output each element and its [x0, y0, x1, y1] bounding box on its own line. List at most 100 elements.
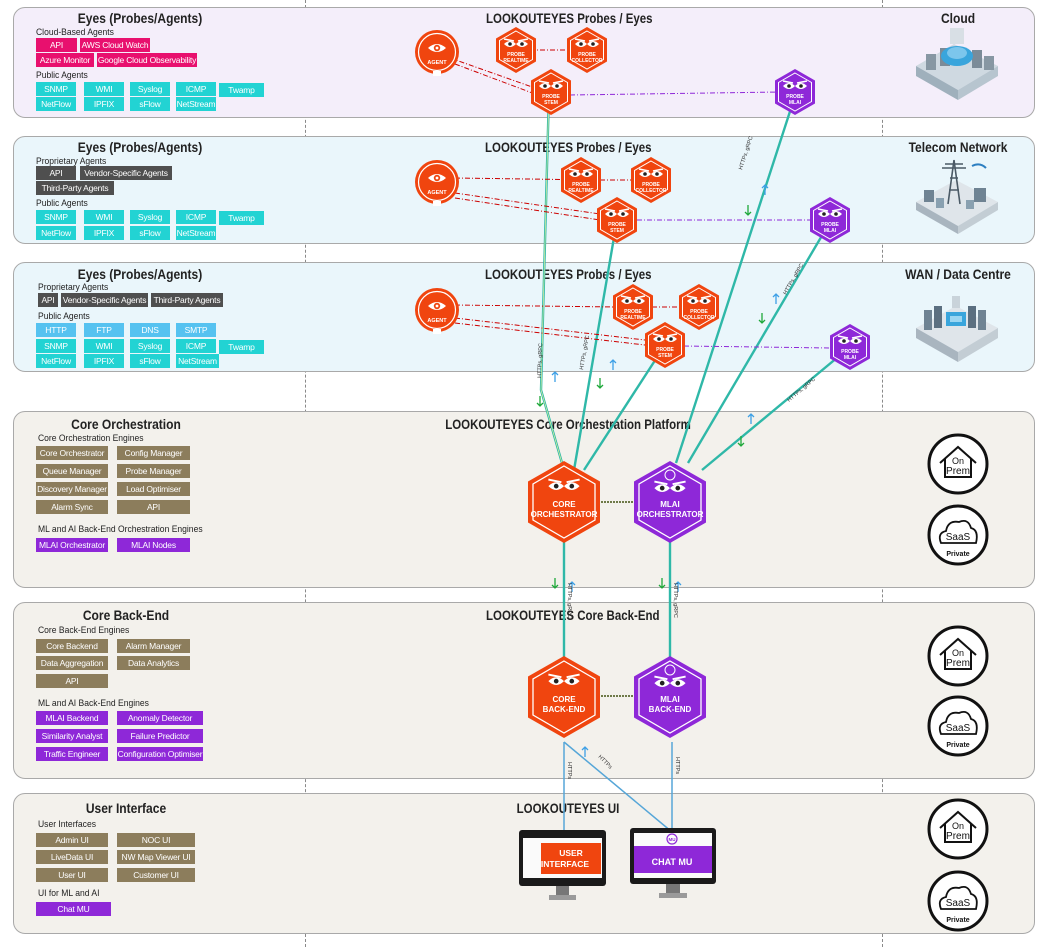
probe-stem-telecom[interactable]: PROBE STEM [597, 197, 637, 243]
probe-label: PROBE [507, 52, 525, 58]
core-backend-node[interactable]: CORE BACK-END [528, 656, 600, 738]
cloud-icon [938, 519, 978, 544]
node-label: CORE [552, 695, 576, 704]
tag-syslog: Syslog [130, 339, 170, 353]
node-label: MLAI [660, 695, 680, 704]
mlai-orchestrator-node[interactable]: MLAI ORCHESTRATOR [634, 461, 706, 543]
agent-node-telecom[interactable]: AGENT [415, 160, 459, 206]
tag-probe-manager: Probe Manager [117, 464, 190, 478]
saas-label: SaaS [946, 532, 971, 543]
probe-label: PROBE [786, 94, 804, 100]
link-label: HTTPs, gRPC [672, 583, 678, 618]
tag-similarity-analyst: Similarity Analyst [36, 729, 108, 743]
probe-label: PROBE [642, 182, 660, 188]
tag-load-optimiser: Load Optimiser [117, 482, 190, 496]
tag-wmi: WMI [84, 210, 124, 224]
probe-label: PROBE [542, 94, 560, 100]
tag-vendor-specific-agents: Vendor-Specific Agents [61, 293, 148, 307]
probe-type-label: STEM [544, 100, 558, 106]
node-label: MLAI [660, 500, 680, 509]
core-orchestrator-node[interactable]: CORE ORCHESTRATOR [528, 461, 600, 543]
probe-label: PROBE [690, 309, 708, 315]
probe-type-label: MLAI [824, 228, 837, 234]
on-prem-label: On [952, 456, 964, 466]
chat-mu-monitor[interactable]: MU CHAT MU [630, 828, 716, 898]
tag-dns: DNS [130, 323, 170, 337]
link-label: HTTPs [597, 754, 614, 771]
right-title-cloud: Cloud [940, 10, 976, 26]
probe-collector-wan[interactable]: PROBE COLLECTOR [679, 284, 719, 330]
probe-type-label: REALTIME [503, 58, 529, 64]
tag-queue-manager: Queue Manager [36, 464, 108, 478]
tag-snmp: SNMP [36, 339, 76, 353]
probe-realtime-telecom[interactable]: PROBE REALTIME [561, 157, 601, 203]
on-prem-label: On [952, 648, 964, 658]
tag-sflow: sFlow [130, 354, 170, 368]
agent-node-cloud[interactable]: AGENT [415, 30, 459, 76]
tag-mlai-nodes: MLAI Nodes [117, 538, 190, 552]
probe-collector-telecom[interactable]: PROBE COLLECTOR [631, 157, 671, 203]
probe-label: PROBE [572, 182, 590, 188]
tag-google-cloud-observability: Google Cloud Observability [97, 53, 197, 67]
house-icon [939, 445, 977, 478]
probe-mlai-telecom[interactable]: PROBE MLAI [810, 197, 850, 243]
node-label: USER [559, 848, 583, 858]
user-interface-monitor[interactable]: USER INTERFACE [519, 830, 606, 900]
mu-badge-icon [664, 664, 676, 676]
band-orchestration [13, 411, 1035, 588]
probe-label: PROBE [608, 222, 626, 228]
cloud-datacenter-icon [916, 28, 998, 100]
link-label: HTTPs [674, 757, 680, 774]
tag-chat-mu: Chat MU [36, 902, 111, 916]
tag-netflow: NetFlow [36, 97, 76, 111]
group-label: ML and AI Back-End Orchestration Engines [38, 524, 203, 535]
tag-api: API [36, 38, 77, 52]
probe-dashed-links [449, 49, 833, 349]
group-label: ML and AI Back-End Engines [38, 698, 149, 709]
link-label: HTTPs, gRPC [537, 343, 544, 378]
probe-realtime-cloud[interactable]: PROBE REALTIME [496, 27, 536, 73]
tag-aws-cloud-watch: AWS Cloud Watch [80, 38, 150, 52]
cloud-icon [938, 885, 978, 910]
tag-syslog: Syslog [130, 210, 170, 224]
probe-stem-cloud[interactable]: PROBE STEM [531, 69, 571, 115]
tag-ftp: FTP [84, 323, 124, 337]
on-prem-badge-backend: On Prem [927, 625, 989, 687]
tag-alarm-manager: Alarm Manager [117, 639, 190, 653]
right-title-telecom: Telecom Network [908, 139, 1008, 155]
links-https-grpc [539, 91, 851, 665]
tag-netstream: NetStream [176, 226, 216, 240]
center-title-cloud: LOOKOUTEYES Probes / Eyes [486, 10, 653, 26]
flow-arrows [536, 184, 780, 757]
node-label: INTERFACE [541, 859, 590, 869]
probe-type-label: COLLECTOR [571, 58, 602, 64]
probe-mlai-cloud[interactable]: PROBE MLAI [775, 69, 815, 115]
right-title-wan: WAN / Data Centre [905, 266, 1011, 282]
probe-type-label: STEM [610, 228, 624, 234]
node-label: CHAT MU [652, 857, 693, 867]
tag-third-party-agents: Third-Party Agents [36, 181, 114, 195]
tag-sflow: sFlow [130, 226, 170, 240]
mlai-backend-node[interactable]: MLAI BACK-END [634, 656, 706, 738]
tag-noc-ui: NOC UI [117, 833, 195, 847]
link-label: HTTPs, gRPC [786, 377, 817, 404]
tag-twamp: Twamp [219, 340, 264, 354]
probe-realtime-wan[interactable]: PROBE REALTIME [613, 284, 653, 330]
tag-third-party-agents: Third-Party Agents [151, 293, 223, 307]
tag-data-aggregation: Data Aggregation [36, 656, 108, 670]
mu-badge: MU [669, 837, 676, 842]
tag-traffic-engineer: Traffic Engineer [36, 747, 108, 761]
tag-snmp: SNMP [36, 82, 76, 96]
agent-node-wan[interactable]: AGENT [415, 288, 459, 334]
probe-mlai-wan[interactable]: PROBE MLAI [830, 324, 870, 370]
tag-anomaly-detector: Anomaly Detector [117, 711, 203, 725]
probe-type-label: REALTIME [568, 188, 594, 194]
agent-label: AGENT [427, 190, 447, 196]
probe-label: PROBE [841, 349, 859, 355]
probe-collector-cloud[interactable]: PROBE COLLECTOR [567, 27, 607, 73]
section-title: Core Back-End [82, 607, 170, 623]
saas-label: Private [946, 742, 969, 749]
probe-stem-wan[interactable]: PROBE STEM [645, 322, 685, 368]
tag-data-analytics: Data Analytics [117, 656, 190, 670]
